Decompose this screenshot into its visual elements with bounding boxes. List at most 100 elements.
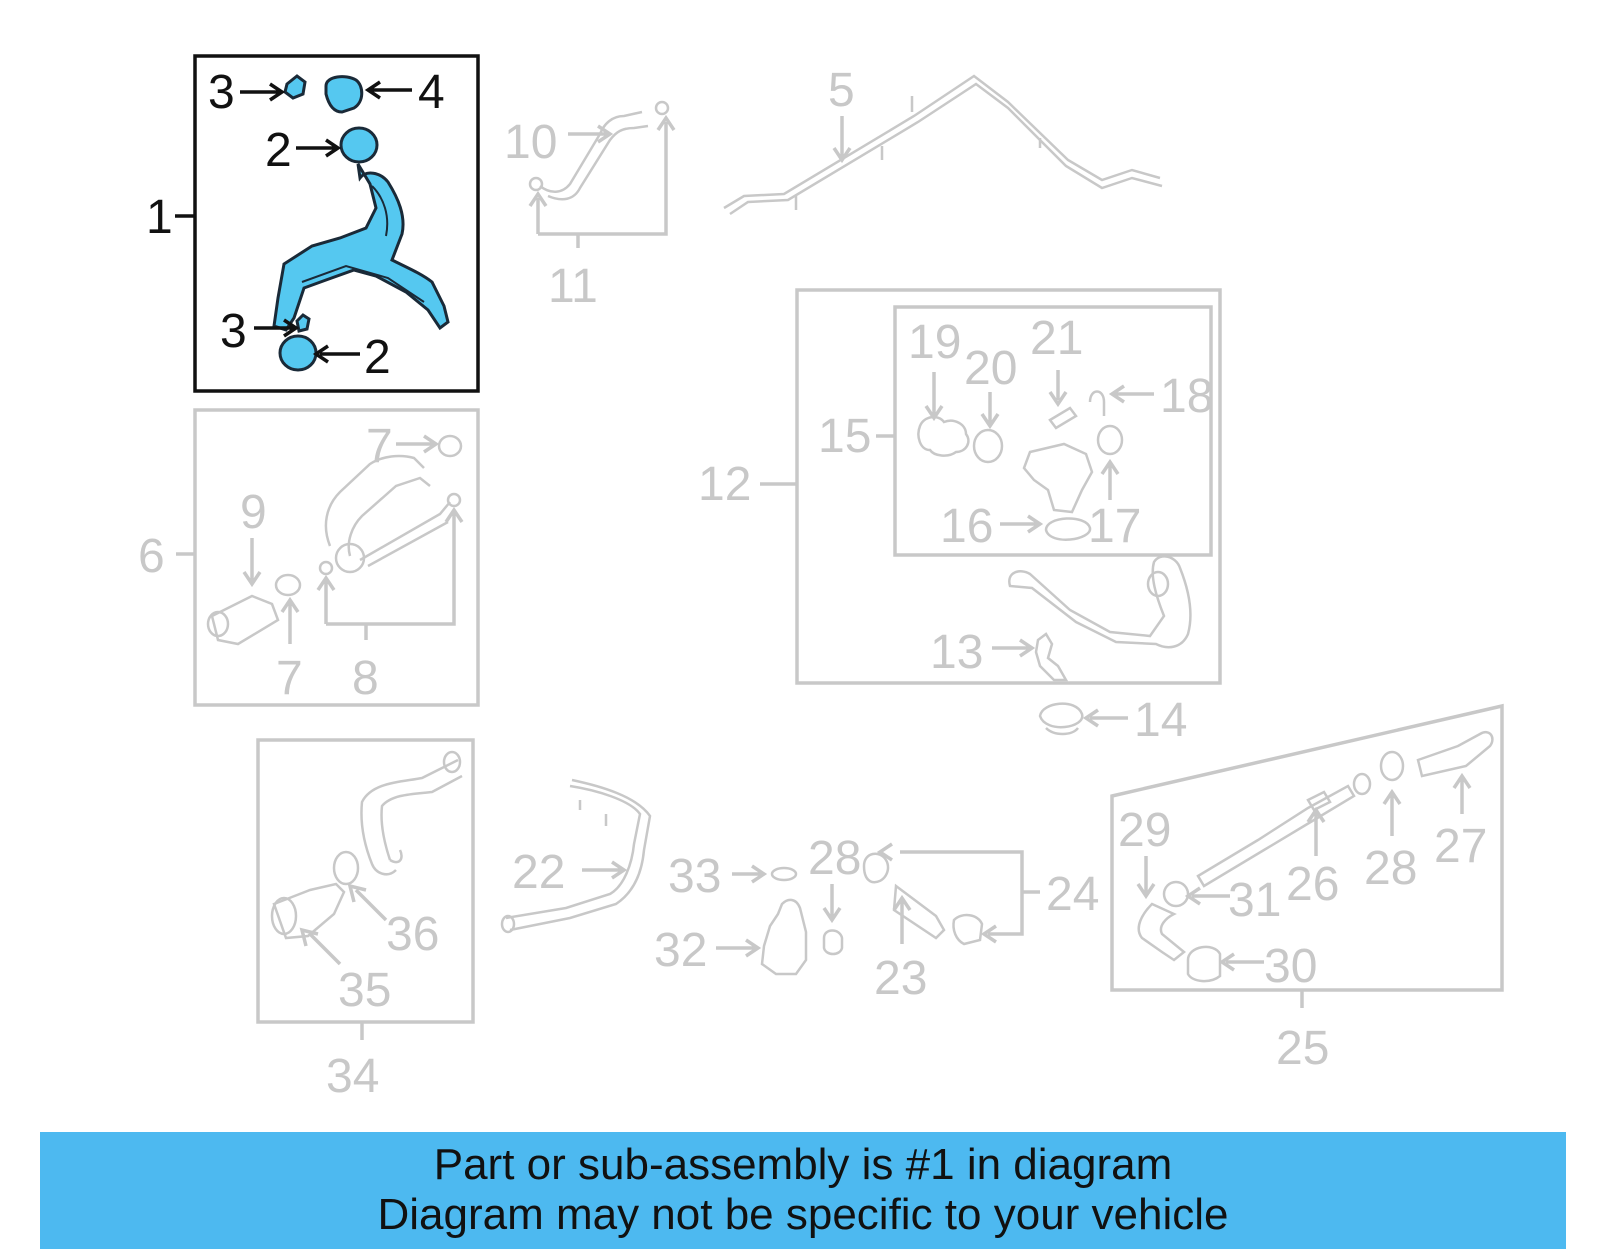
group-15-frame bbox=[893, 305, 1213, 557]
callout-18: 18 bbox=[1160, 370, 1213, 423]
leader-11 bbox=[528, 114, 676, 248]
callout-9: 9 bbox=[240, 486, 267, 539]
part-34-hose bbox=[360, 758, 463, 876]
group-32-33[interactable]: 33 32 bbox=[654, 850, 808, 977]
group-25-frame bbox=[1110, 703, 1504, 992]
part-20-seal bbox=[972, 428, 1004, 464]
part-16-clamp bbox=[1044, 517, 1092, 541]
callout-1: 1 bbox=[146, 191, 173, 244]
callout-30: 30 bbox=[1264, 940, 1317, 993]
part-28-clamp-left bbox=[862, 852, 890, 884]
callout-15: 15 bbox=[818, 410, 871, 463]
group-24[interactable]: 28 24 23 bbox=[808, 832, 1099, 1005]
part-22-pipe bbox=[505, 778, 652, 932]
part-17-seal bbox=[1096, 424, 1124, 456]
part-11-clamp-left bbox=[528, 176, 544, 192]
part-13-bracket bbox=[1034, 632, 1069, 682]
callout-11: 11 bbox=[548, 260, 598, 313]
group-25[interactable]: 29 31 26 28 27 30 25 bbox=[1110, 703, 1504, 1075]
part-9-end bbox=[206, 610, 230, 638]
group-6[interactable]: 6 7 9 7 8 bbox=[138, 408, 480, 707]
callout-17: 17 bbox=[1088, 500, 1141, 553]
callout-13: 13 bbox=[930, 626, 983, 679]
callout-10: 10 bbox=[504, 116, 557, 169]
part-35-end bbox=[270, 896, 298, 936]
grommet-2-bottom-part bbox=[278, 334, 318, 372]
group-5[interactable]: 5 bbox=[723, 64, 1163, 216]
part-24-clamp bbox=[952, 913, 984, 946]
callout-26: 26 bbox=[1286, 858, 1339, 911]
part-6-port bbox=[334, 542, 366, 574]
group-10-11[interactable]: 10 11 bbox=[504, 100, 676, 313]
part-28-clip-bottom bbox=[822, 929, 844, 956]
arrow-2-top bbox=[296, 138, 342, 158]
arrow-14 bbox=[1082, 708, 1128, 728]
callout-14: 14 bbox=[1134, 694, 1187, 747]
callout-7-top: 7 bbox=[366, 420, 393, 473]
part-19-gasket bbox=[917, 415, 970, 457]
clamp-3-bottom-part bbox=[295, 313, 311, 333]
arrow-35 bbox=[299, 927, 342, 966]
callout-34: 34 bbox=[326, 1050, 379, 1103]
arrow-29 bbox=[1136, 856, 1156, 900]
part-23-pipe bbox=[892, 883, 946, 940]
callout-28-left: 28 bbox=[808, 832, 861, 885]
callout-7-bottom: 7 bbox=[276, 652, 303, 705]
arrow-3-top bbox=[240, 82, 286, 102]
callout-28-right: 28 bbox=[1364, 842, 1417, 895]
part-5-bracket-1 bbox=[794, 96, 1042, 210]
part-8-clamp-left bbox=[318, 560, 334, 576]
part-12-end bbox=[1146, 570, 1170, 598]
part-32-bracket bbox=[760, 898, 808, 976]
info-banner: Part or sub-assembly is #1 in diagram Di… bbox=[40, 1132, 1566, 1249]
group-34-frame bbox=[256, 738, 475, 1024]
banner-line-1: Part or sub-assembly is #1 in diagram bbox=[433, 1140, 1173, 1189]
arrow-30 bbox=[1218, 952, 1264, 972]
callout-2-top: 2 bbox=[265, 124, 292, 177]
callout-20: 20 bbox=[964, 342, 1017, 395]
arrow-18 bbox=[1108, 384, 1154, 404]
callout-22: 22 bbox=[512, 846, 565, 899]
group-1-highlighted[interactable]: 3 4 2 1 3 2 bbox=[146, 54, 480, 393]
arrow-10 bbox=[568, 124, 614, 144]
arrow-5 bbox=[832, 116, 852, 164]
part-14-clamp bbox=[1038, 702, 1084, 736]
callout-36: 36 bbox=[386, 908, 439, 961]
part-7-seal-top bbox=[437, 434, 463, 458]
callout-12: 12 bbox=[698, 458, 751, 511]
arrow-27 bbox=[1452, 772, 1472, 814]
callout-31: 31 bbox=[1228, 874, 1281, 927]
part-21-bracket bbox=[1048, 406, 1078, 430]
callout-21: 21 bbox=[1030, 312, 1083, 365]
part-26-bracket bbox=[1306, 790, 1332, 812]
callout-3-top: 3 bbox=[208, 66, 235, 119]
group-22[interactable]: 22 bbox=[500, 778, 652, 934]
callout-5: 5 bbox=[828, 64, 855, 117]
arrow-28-right bbox=[1382, 788, 1402, 836]
group-12[interactable]: 19 20 21 18 15 12 16 17 13 14 bbox=[698, 288, 1222, 747]
callout-19: 19 bbox=[908, 316, 961, 369]
callout-29: 29 bbox=[1118, 804, 1171, 857]
callout-33: 33 bbox=[668, 850, 721, 903]
arrow-32 bbox=[716, 938, 762, 958]
callout-35: 35 bbox=[338, 964, 391, 1017]
part-12-hose bbox=[1008, 555, 1192, 649]
part-8-clamp-right bbox=[446, 492, 462, 508]
part-26-pipe bbox=[1196, 784, 1356, 888]
group-6-frame bbox=[193, 408, 480, 707]
group-34[interactable]: 36 35 34 bbox=[256, 738, 475, 1103]
callout-4: 4 bbox=[418, 66, 445, 119]
arrow-36 bbox=[347, 883, 388, 922]
banner-line-2: Diagram may not be specific to your vehi… bbox=[377, 1190, 1229, 1239]
arrow-28-left bbox=[822, 884, 842, 924]
part-7-seal-bottom bbox=[274, 573, 302, 597]
arrow-2-bottom bbox=[312, 344, 360, 364]
part-22-end bbox=[500, 914, 516, 934]
arrow-26 bbox=[1306, 806, 1326, 856]
arrow-23 bbox=[892, 894, 912, 944]
part-4-elbow bbox=[324, 75, 364, 114]
callout-25: 25 bbox=[1276, 1022, 1329, 1075]
arrow-21 bbox=[1048, 370, 1068, 408]
part-22-tabs bbox=[578, 800, 608, 826]
part-26-end bbox=[1352, 772, 1372, 796]
